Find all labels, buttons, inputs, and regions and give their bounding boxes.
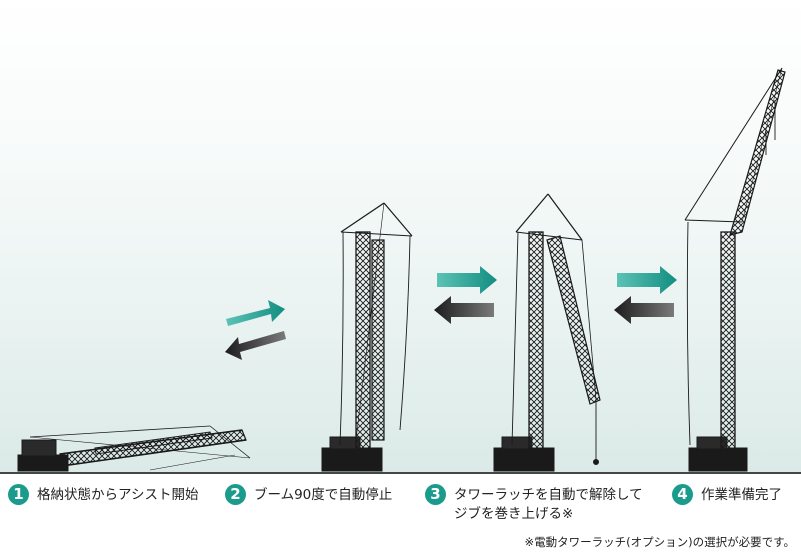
step-4-label: 作業準備完了 (701, 487, 782, 503)
step-2-label: ブーム90度で自動停止 (254, 487, 393, 503)
step-1-number: 1 (8, 484, 29, 505)
step-4: 4 作業準備完了 (672, 484, 782, 505)
illustration-area (0, 0, 801, 474)
arrow-forward-1 (226, 300, 285, 326)
crane-stowed (17, 425, 251, 472)
step-3-label: タワーラッチを自動で解除して ジブを巻き上げる※ (454, 484, 643, 524)
step-4-number: 4 (672, 484, 693, 505)
step-3-number: 3 (425, 484, 446, 505)
step-3: 3 タワーラッチを自動で解除して ジブを巻き上げる※ (425, 484, 643, 524)
crane-ready (684, 67, 786, 472)
arrow-back-3 (614, 296, 674, 324)
arrow-back-1 (225, 331, 286, 360)
crane-sequence-illustration (0, 67, 801, 474)
crane-boom-90 (321, 202, 413, 472)
step-3-label-line2: ジブを巻き上げる※ (454, 506, 574, 522)
step-2-number: 2 (225, 484, 246, 505)
arrow-forward-2 (437, 266, 497, 294)
arrow-back-2 (434, 296, 494, 324)
arrow-forward-3 (617, 266, 677, 294)
footnote: ※電動タワーラッチ(オプション)の選択が必要です。 (524, 535, 795, 549)
crane-jib-rising (493, 193, 601, 472)
step-3-label-line1: タワーラッチを自動で解除して (454, 487, 643, 503)
step-1: 1 格納状態からアシスト開始 (8, 484, 198, 505)
step-2: 2 ブーム90度で自動停止 (225, 484, 392, 505)
step-1-label: 格納状態からアシスト開始 (37, 487, 199, 503)
